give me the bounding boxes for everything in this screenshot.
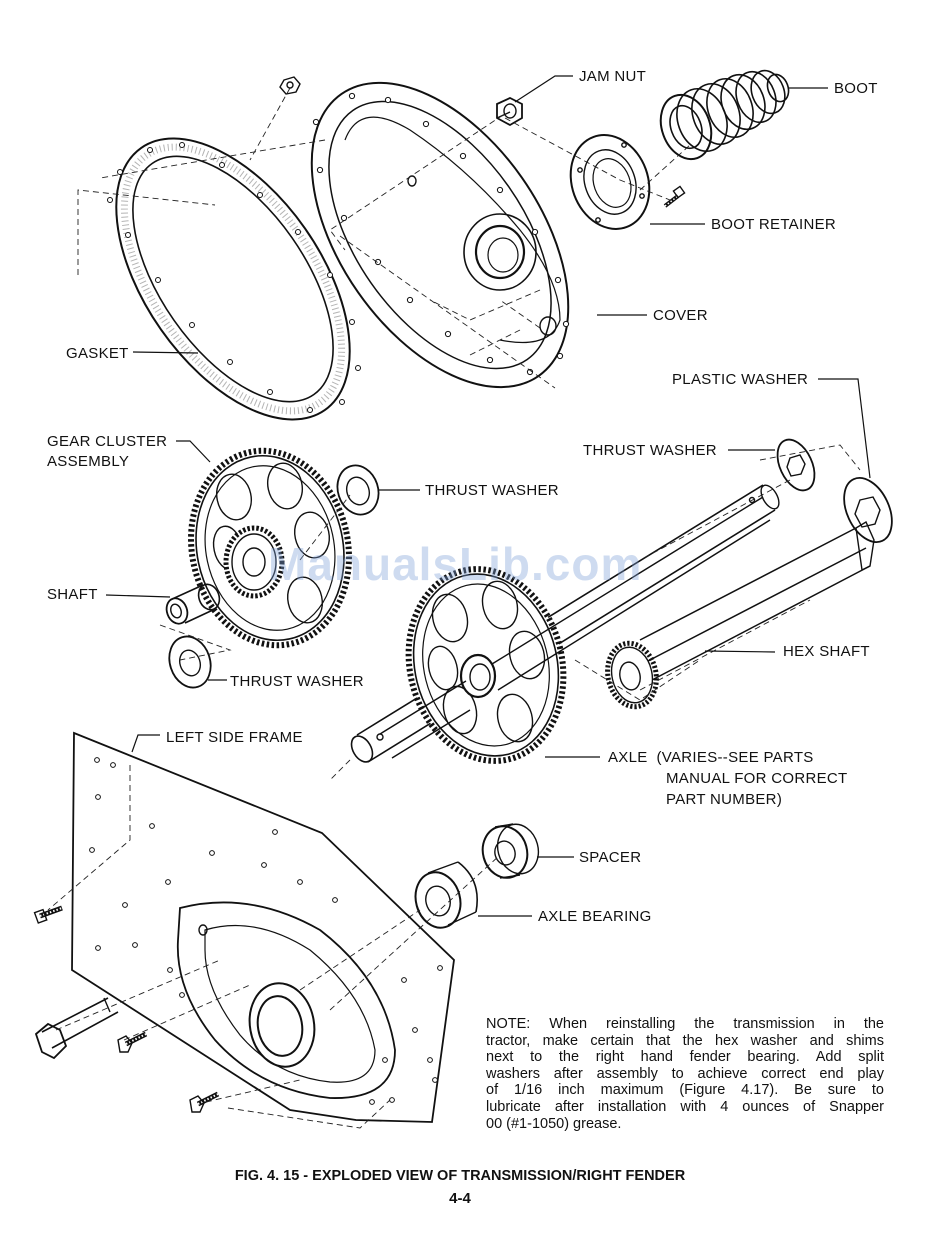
label-jam-nut: JAM NUT [579,68,646,85]
cover-nut [279,76,301,95]
gasket-part [107,137,361,421]
hex-shaft-part [605,520,875,710]
cover-part [310,81,570,389]
note-line: washers after assembly to achieve correc… [486,1065,884,1082]
label-cover: COVER [653,307,708,324]
frame-bolts [33,905,220,1113]
label-axle-line3: PART NUMBER) [666,791,782,808]
gear-cluster-part [188,447,352,649]
axle-bearing-part [414,861,478,929]
spacer-part [481,823,540,879]
label-thrust-washer-upper: THRUST WASHER [425,482,559,499]
thrust-washer-right-part [776,438,816,492]
label-boot: BOOT [834,80,878,97]
part-labels: JAM NUT BOOT BOOT RETAINER COVER GASKET … [47,68,878,925]
plastic-washer-part [843,477,893,543]
label-thrust-washer-lower: THRUST WASHER [230,673,364,690]
retainer-screw [663,185,686,208]
left-side-frame-part [71,731,455,1123]
note-line: of 1/16 inch maximum (Figure 4.17). Be s… [486,1082,884,1099]
label-gear-cluster-line1: GEAR CLUSTER [47,433,167,450]
label-hex-shaft: HEX SHAFT [783,643,870,660]
shaft-part [165,583,221,625]
label-spacer: SPACER [579,849,641,866]
note-block: NOTE: When reinstalling the transmission… [486,1016,884,1132]
note-line: tractor, make certain that the hex washe… [486,1032,884,1049]
boot-retainer-part [569,134,651,230]
leader-lines [105,75,871,917]
note-line: next to the right hand fender bearing. A… [486,1049,884,1066]
label-plastic-washer: PLASTIC WASHER [672,371,808,388]
thrust-washer-lower-part [168,635,212,689]
label-axle-line2: MANUAL FOR CORRECT [666,770,848,787]
axle-part [350,484,780,764]
label-thrust-washer-right: THRUST WASHER [583,442,717,459]
label-axle-line1: AXLE (VARIES--SEE PARTS [608,749,814,766]
boot-part [659,69,790,161]
label-left-side-frame: LEFT SIDE FRAME [166,729,303,746]
label-axle-bearing: AXLE BEARING [538,908,652,925]
label-boot-retainer: BOOT RETAINER [711,216,836,233]
note-line: lubricate after installation with 4 ounc… [486,1098,884,1115]
label-shaft: SHAFT [47,586,98,603]
figure-caption: FIG. 4. 15 - EXPLODED VIEW OF TRANSMISSI… [234,1168,686,1184]
thrust-washer-upper-part [336,464,380,516]
note-line: NOTE: When reinstalling the transmission… [486,1016,884,1032]
label-gear-cluster-line2: ASSEMBLY [47,453,129,470]
assembly-guide-lines [47,87,861,1129]
jam-nut-part [496,97,523,127]
note-line: 00 (#1-1050) grease. [486,1115,622,1132]
page-number: 4-4 [449,1190,471,1207]
label-gasket: GASKET [66,345,129,362]
